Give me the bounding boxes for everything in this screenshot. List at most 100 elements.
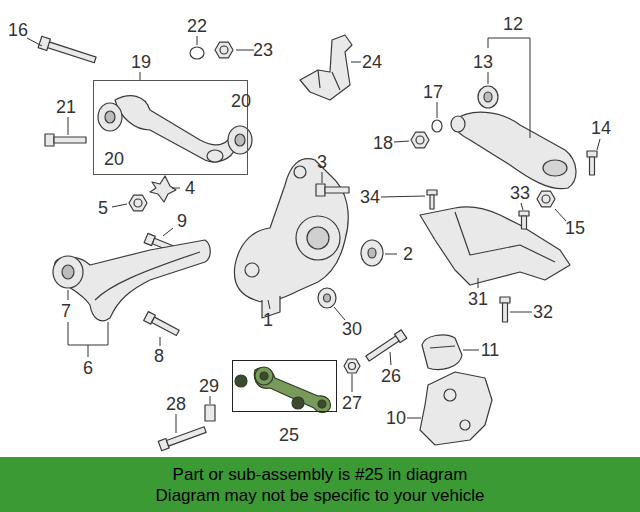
upper-arm: [207, 150, 223, 162]
nut: [129, 195, 147, 211]
bracket: [420, 372, 492, 445]
knuckle: [296, 216, 340, 260]
callout-number: 6: [83, 359, 93, 377]
plate: [150, 176, 176, 202]
leader-lines: [351, 62, 361, 63]
clip: [205, 405, 215, 421]
bolt: [316, 184, 349, 196]
leader-lines: [381, 196, 425, 197]
bolt: [166, 427, 206, 446]
trailing-arm: [95, 252, 200, 300]
clip: [427, 190, 437, 195]
control-arm: [451, 112, 576, 188]
knuckle: [234, 159, 348, 318]
washer: [432, 120, 442, 132]
nut: [215, 42, 233, 58]
upper-arm: [98, 103, 122, 131]
leader-lines: [160, 337, 161, 346]
bolt: [38, 36, 50, 50]
notice-text: Part or sub-assembly is #25 in diagram: [173, 464, 468, 485]
callout-number: 17: [423, 83, 443, 101]
leader-lines: [521, 203, 523, 210]
bolt: [54, 137, 86, 143]
nut: [344, 359, 360, 373]
lateral-link: [292, 397, 304, 409]
bushing: [324, 294, 331, 302]
callout-number: 11: [481, 341, 500, 359]
o-ring: [190, 47, 204, 59]
leader-lines: [163, 228, 173, 236]
leader-lines: [268, 300, 270, 309]
callout-number: 20: [104, 150, 124, 168]
trailing-arm: [53, 256, 83, 288]
bushing: [318, 288, 336, 308]
leader-lines: [27, 36, 600, 433]
leader-lines: [88, 345, 89, 357]
nut: [411, 132, 429, 148]
callout-number: 18: [373, 134, 393, 152]
leader-lines: [334, 307, 345, 320]
clip: [205, 405, 215, 421]
bushing: [478, 86, 498, 108]
leader-lines: [352, 374, 353, 392]
callout-number: 31: [468, 290, 488, 308]
nut: [129, 195, 147, 211]
callout-number: 29: [199, 377, 219, 395]
bushing: [478, 86, 498, 108]
callout-number: 12: [503, 15, 523, 33]
leader-lines: [437, 102, 438, 118]
leader-lines: [197, 36, 198, 45]
trailing-arm: [53, 240, 210, 321]
bushing: [361, 240, 383, 266]
callout-number: 13: [473, 53, 493, 71]
lateral-link: [235, 375, 247, 387]
knuckle: [294, 166, 306, 178]
nut: [537, 191, 555, 207]
highlight-box: 25: [232, 360, 337, 412]
callout-number: 10: [386, 409, 406, 427]
leader-lines: [488, 38, 530, 138]
leader-lines: [176, 414, 177, 433]
nut: [215, 42, 233, 58]
nut: [349, 363, 356, 370]
callout-number: 22: [187, 17, 207, 35]
callout-number: 32: [533, 303, 553, 321]
callout-number: 1: [263, 311, 273, 329]
callout-number: 9: [177, 212, 187, 230]
nut: [411, 132, 429, 148]
leader-lines: [394, 141, 409, 142]
clip: [430, 195, 434, 209]
cover: [422, 335, 462, 370]
bolt: [365, 330, 407, 363]
bolt: [519, 211, 529, 216]
bolt: [522, 216, 527, 229]
bushing: [361, 240, 383, 266]
bracket: [460, 420, 470, 430]
bolt: [144, 312, 180, 338]
leader-lines: [463, 350, 479, 351]
leader-lines: [68, 290, 69, 300]
splash-shield: [420, 207, 570, 285]
control-arm: [451, 116, 465, 132]
bracket: [318, 70, 340, 90]
bolt: [366, 336, 399, 361]
leader-lines: [210, 396, 211, 404]
nut: [416, 136, 424, 144]
clip: [427, 190, 437, 209]
lateral-link: [260, 372, 268, 380]
cover: [422, 335, 462, 370]
callout-number: 19: [131, 53, 151, 71]
bolt: [45, 134, 86, 146]
callout-number: 28: [166, 395, 186, 413]
lateral-link: [318, 400, 326, 408]
bolt: [519, 211, 529, 229]
callout-number: 25: [279, 426, 299, 444]
bolt: [47, 42, 96, 63]
callout-number: 34: [360, 188, 380, 206]
callout-number: 20: [231, 92, 251, 110]
leader-lines: [140, 72, 141, 80]
nut: [344, 359, 360, 373]
callout-number: 4: [185, 179, 195, 197]
leader-lines: [385, 254, 397, 255]
